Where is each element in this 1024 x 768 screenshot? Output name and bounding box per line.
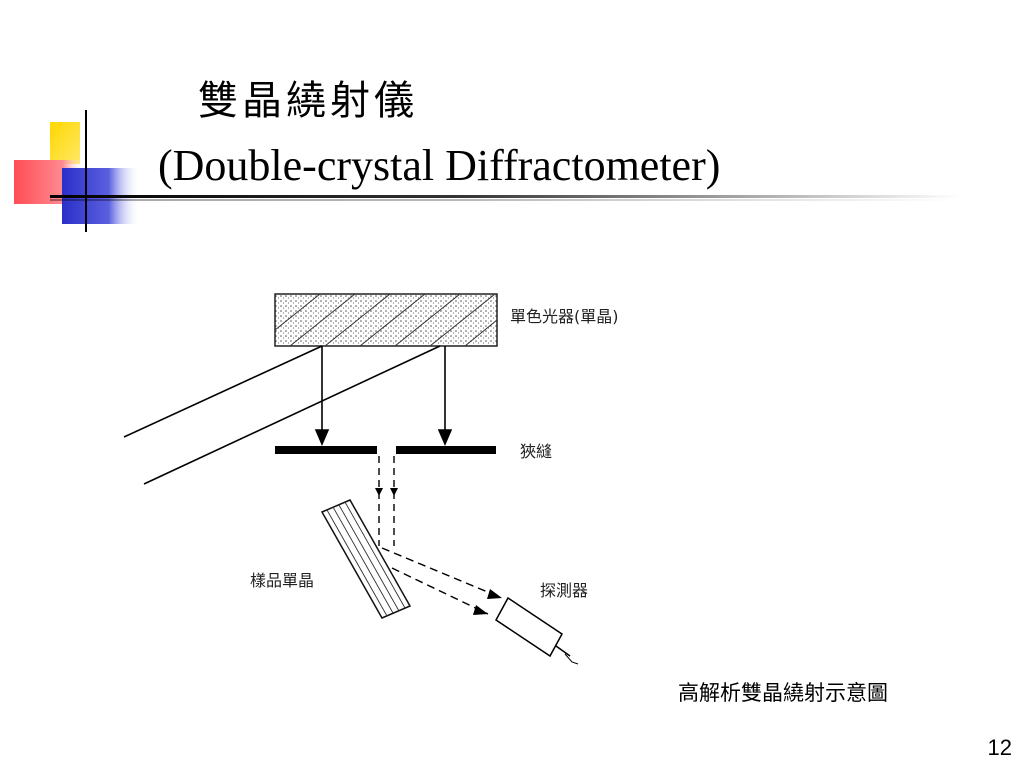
slit-plates	[275, 446, 496, 454]
detector	[495, 596, 579, 665]
slit-label: 狹縫	[520, 442, 552, 461]
monochromator-crystal	[274, 293, 498, 347]
reflected-beams	[314, 346, 453, 447]
diagram-caption: 高解析雙晶繞射示意圖	[678, 681, 888, 705]
title-divider	[50, 195, 960, 201]
incident-beams	[123, 345, 441, 485]
page-number: 12	[987, 735, 1012, 760]
logo-yellow-square	[50, 122, 80, 164]
slide-title-chinese: 雙晶繞射儀	[198, 78, 418, 124]
sample-crystal	[320, 499, 412, 619]
detector-label: 探測器	[540, 581, 588, 600]
monochromator-label: 單色光器(單晶)	[510, 307, 619, 326]
sample-label: 樣品單晶	[250, 571, 314, 590]
slide-logo-decoration	[14, 110, 140, 232]
slit-beams	[378, 456, 395, 546]
double-crystal-diagram: 單色光器(單晶) 狹縫 樣品單晶	[123, 293, 619, 665]
slide-title-english: (Double-crystal Diffractometer)	[158, 141, 721, 190]
diffracted-beams	[381, 547, 503, 615]
